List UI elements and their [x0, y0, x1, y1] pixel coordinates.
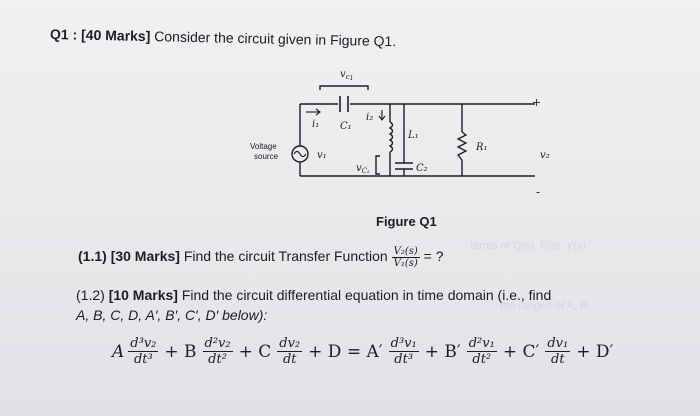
label-vc1: vc1	[340, 69, 353, 82]
label-r1: R₁	[475, 142, 488, 153]
label-i1: i₁	[312, 119, 319, 130]
transfer-function-fraction: V₂(s) V₁(s)	[391, 246, 420, 269]
eq-plus-c: + C	[238, 341, 272, 362]
label-source-line1: Voltage	[250, 142, 277, 151]
part-1-2-line2: A, B, C, D, A′, B′, C′, D′ below):	[76, 307, 268, 323]
label-plus: +	[532, 96, 541, 109]
part1-label: (1.1)	[78, 248, 107, 265]
eq-term-dv1: dv₁ dt	[545, 336, 571, 367]
eq-plus-b: + B	[164, 341, 197, 362]
eq-term-numerator: d³v₁	[388, 336, 419, 352]
capacitor-c2-symbol	[395, 162, 413, 170]
question-text: Consider the circuit given in Figure Q1.	[154, 28, 397, 50]
capacitor-c1-symbol	[339, 96, 349, 112]
eq-term-d2v1: d²v₁ dt²	[466, 336, 497, 367]
part2-text-line1: Find the circuit differential equation i…	[181, 287, 552, 303]
circuit-diagram: vc1 i₁ C₁ i₂ L₁ R₁ v₁ v₂ vC₂ C₂ + - Volt…	[250, 69, 550, 199]
eq-term-denominator: dt²	[208, 352, 227, 367]
label-v1: v₁	[317, 150, 327, 161]
part1-text: Find the circuit Transfer Function	[183, 248, 388, 265]
part-1-1: (1.1) [30 Marks] Find the circuit Transf…	[78, 246, 444, 269]
label-minus: -	[536, 185, 540, 199]
label-v2: v₂	[540, 150, 550, 161]
current-arrows	[306, 108, 386, 121]
question-title: Q1 : [40 Marks] Consider the circuit giv…	[50, 26, 397, 49]
eq-term-denominator: dt³	[394, 352, 414, 367]
eq-term-numerator: d²v₁	[466, 336, 497, 352]
resistor-r1-symbol	[456, 131, 468, 161]
eq-term-numerator: dv₂	[277, 336, 303, 352]
eq-term-d2v2: d²v₂ dt²	[202, 336, 233, 367]
inductor-l1-symbol	[388, 121, 394, 153]
label-i2: i₂	[366, 112, 373, 123]
eq-term-d3v1: d³v₁ dt³	[388, 336, 419, 367]
figure-caption: Figure Q1	[376, 214, 437, 229]
label-c1: C₁	[340, 121, 352, 132]
label-vc2: vC₂	[356, 163, 370, 175]
label-c2: C₂	[416, 163, 428, 174]
eq-coef-a: A	[112, 341, 125, 362]
eq-term-denominator: dt³	[133, 352, 153, 367]
tf-denominator: V₁(s)	[393, 258, 418, 269]
part-1-2-line1: (1.2) [10 Marks] Find the circuit differ…	[76, 287, 551, 303]
question-marks: [40 Marks]	[80, 26, 151, 45]
circuit-wires	[299, 85, 535, 177]
eq-term-denominator: dt²	[472, 352, 492, 367]
eq-term-denominator: dt	[551, 352, 565, 367]
eq-term-d3v2: d³v₂ dt³	[128, 336, 159, 367]
part2-label: (1.2)	[76, 287, 105, 303]
eq-term-numerator: d³v₂	[128, 336, 159, 352]
label-source-line2: source	[254, 152, 279, 161]
eq-plus-d-equals-a-prime: + D = A′	[308, 341, 383, 362]
eq-term-denominator: dt	[282, 352, 297, 367]
eq-term-dv2: dv₂ dt	[277, 336, 303, 367]
tf-numerator: V₂(s)	[391, 246, 420, 258]
part1-tail: = ?	[423, 248, 444, 265]
part1-marks: [30 Marks]	[110, 248, 180, 265]
part2-marks: [10 Marks]	[108, 287, 178, 303]
bleed-through-text: the ranges of A, B	[500, 300, 588, 312]
eq-plus-c-prime: + C′	[502, 341, 540, 362]
question-label: Q1 :	[49, 26, 78, 43]
label-l1: L₁	[407, 130, 419, 141]
differential-equation: A d³v₂ dt³ + B d²v₂ dt² + C dv₂ dt + D =…	[112, 336, 615, 367]
bleed-through-text: terms of Q(s), F(s), Y(s)	[470, 240, 586, 252]
eq-plus-d-prime: + D′	[576, 341, 614, 362]
eq-term-numerator: d²v₂	[202, 336, 233, 352]
eq-term-numerator: dv₁	[545, 336, 571, 352]
voltage-source-icon	[291, 145, 309, 163]
eq-plus-b-prime: + B′	[424, 341, 461, 362]
